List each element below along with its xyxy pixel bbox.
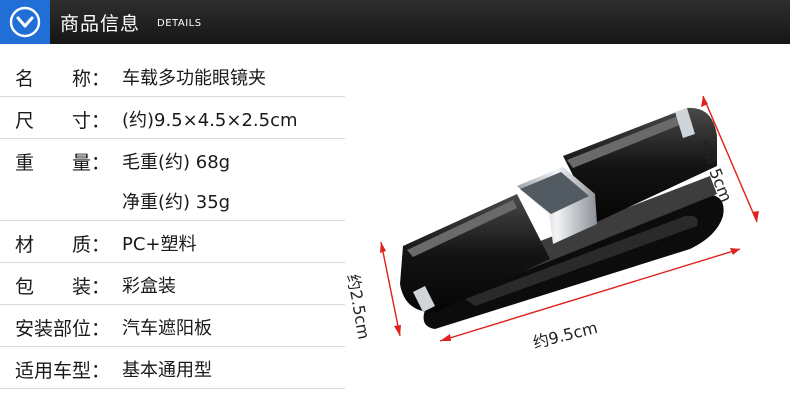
spec-row-net-weight: 净重(约) 35g <box>0 179 345 221</box>
spec-label: 适用车型： <box>15 360 111 382</box>
spec-label: 安装部位： <box>15 318 111 340</box>
spec-row-gross-weight: 重 量： 毛重(约) 68g <box>0 139 345 181</box>
spec-label: 包 装： <box>15 276 111 298</box>
spec-value: 汽车遮阳板 <box>122 318 212 339</box>
spec-label: 重 量： <box>15 152 111 174</box>
spec-value: 基本通用型 <box>122 360 212 381</box>
section-subtitle: DETAILS <box>157 18 202 29</box>
product-illustration <box>380 95 759 342</box>
spec-value: PC+塑料 <box>122 234 197 255</box>
dimension-arrow-width <box>701 95 759 223</box>
spec-value: 彩盒装 <box>122 276 176 297</box>
divider <box>0 138 345 139</box>
divider <box>0 96 345 97</box>
header-badge <box>0 0 50 44</box>
spec-label: 尺 寸： <box>15 110 111 132</box>
chevron-down-circle-icon <box>9 6 41 38</box>
spec-label: 名 称： <box>15 68 111 90</box>
spec-row-size: 尺 寸： (约)9.5×4.5×2.5cm <box>0 97 345 139</box>
divider <box>0 304 345 305</box>
spec-value: 车载多功能眼镜夹 <box>122 68 266 89</box>
spec-value: 毛重(约) 68g <box>122 152 231 173</box>
spec-row-packaging: 包 装： 彩盒装 <box>0 263 345 305</box>
spec-label: 材 质： <box>15 234 111 256</box>
spec-row-name: 名 称： 车载多功能眼镜夹 <box>0 55 345 97</box>
divider <box>0 220 345 221</box>
divider <box>0 262 345 263</box>
glasses-clip-product <box>400 107 724 329</box>
spec-row-compatible-vehicle: 适用车型： 基本通用型 <box>0 347 345 389</box>
spec-row-material: 材 质： PC+塑料 <box>0 221 345 263</box>
divider <box>0 388 345 389</box>
spec-row-install-location: 安装部位： 汽车遮阳板 <box>0 305 345 347</box>
dimension-arrow-length <box>439 248 741 342</box>
divider <box>0 346 345 347</box>
header-bar: 商品信息 DETAILS <box>0 0 790 44</box>
dimension-arrow-height <box>380 241 401 337</box>
spec-value: 净重(约) 35g <box>122 192 231 213</box>
section-title: 商品信息 <box>60 13 141 35</box>
spec-value: (约)9.5×4.5×2.5cm <box>122 110 298 131</box>
